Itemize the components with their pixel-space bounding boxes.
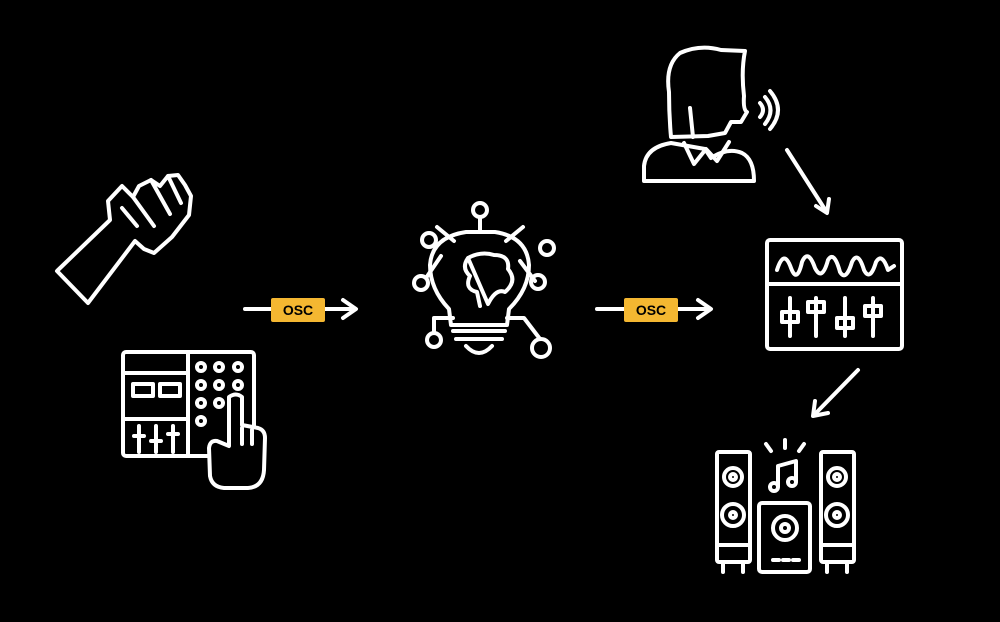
osc-label-2: OSC [624, 298, 678, 322]
arrow-person-to-synth [785, 148, 831, 215]
hand-icon [55, 173, 193, 305]
synthesizer-waveform-icon [765, 238, 904, 351]
midi-controller-icon [121, 350, 267, 490]
osc-label-1: OSC [271, 298, 325, 322]
speakers-music-icon [715, 438, 856, 574]
arrow-synth-to-speakers [811, 368, 860, 418]
brain-lightbulb-icon [412, 201, 556, 359]
speaking-person-icon [642, 45, 780, 183]
